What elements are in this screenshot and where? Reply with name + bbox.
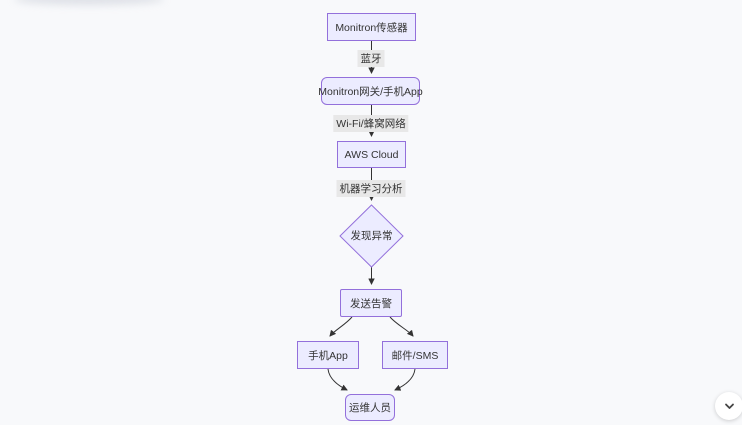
edge-alert-sms (389, 316, 414, 337)
top-edge-shadow (14, 0, 164, 5)
node-monitron-gateway-app: Monitron网关/手机App (318, 77, 423, 105)
edge-sms-ops (394, 368, 416, 391)
chevron-down-icon (723, 400, 736, 413)
node-ops-staff: 运维人员 (345, 394, 395, 421)
scroll-down-button[interactable] (715, 392, 742, 420)
node-monitron-sensor: Monitron传感器 (327, 13, 416, 41)
node-send-alert: 发送告警 (340, 289, 402, 317)
node-email-sms: 邮件/SMS (382, 341, 448, 369)
edge-phone-ops (327, 368, 348, 391)
node-aws-cloud: AWS Cloud (337, 141, 406, 168)
edge-alert-phone (329, 316, 353, 337)
node-phone-app: 手机App (297, 341, 359, 369)
node-anomaly-check-label: 发现异常 (350, 230, 393, 242)
edge-label-bluetooth: 蓝牙 (357, 50, 385, 67)
edge-label-wifi-cellular: Wi-Fi/蜂窝网络 (333, 115, 409, 132)
edge-label-ml-analysis: 机器学习分析 (336, 180, 406, 197)
